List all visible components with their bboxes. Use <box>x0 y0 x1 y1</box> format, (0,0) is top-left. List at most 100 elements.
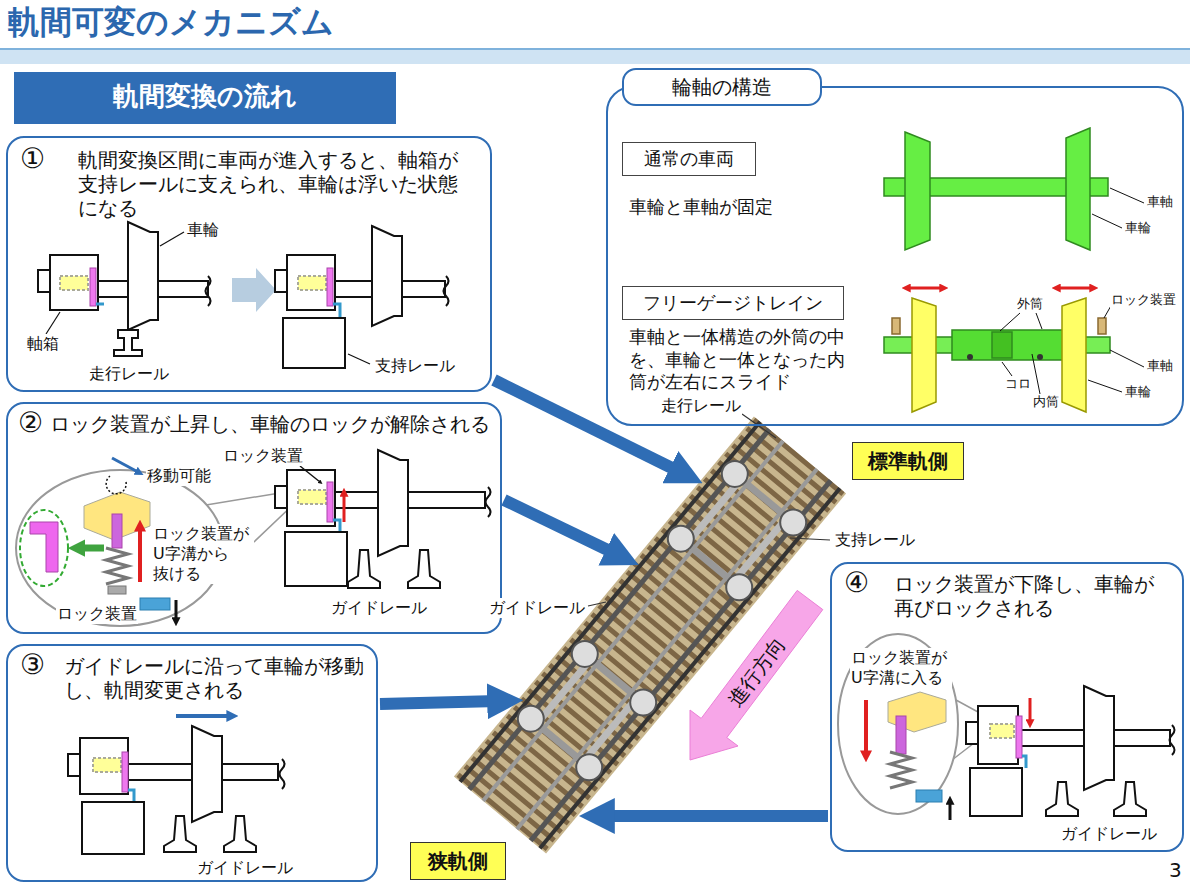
step1-drawing <box>38 222 449 368</box>
step1-drawing <box>128 222 158 330</box>
wheelset-drawing <box>967 354 973 360</box>
part-label: 車輪 <box>1124 384 1152 400</box>
step-number: ② <box>18 406 43 440</box>
center-leaders <box>588 602 606 606</box>
side-tag: 狭軌側 <box>410 842 506 880</box>
step-pointer-arrows <box>604 810 828 822</box>
wheelset-leaders <box>1110 350 1144 367</box>
step1-drawing <box>275 270 287 292</box>
step1-leaders <box>46 312 60 334</box>
step3-drawing <box>68 716 285 854</box>
track-illustration <box>537 659 591 724</box>
step3-drawing <box>122 752 128 792</box>
step1-drawing <box>38 270 50 292</box>
step2-drawing <box>348 550 380 588</box>
part-label: 外筒 <box>1016 296 1044 312</box>
panel-heading: 輪軸の構造 <box>622 68 822 106</box>
wheelset-drawing <box>908 287 942 290</box>
wheelset-drawing <box>1066 128 1090 250</box>
step2-drawing <box>335 492 485 508</box>
step2-drawing <box>140 598 170 610</box>
step4-drawing <box>838 634 1175 820</box>
step-pointer-arrows <box>494 380 680 472</box>
step2-drawing <box>106 476 126 494</box>
part-label: 走行レール <box>88 364 170 384</box>
title-bar <box>0 50 1190 64</box>
step1-drawing <box>298 276 326 290</box>
track-illustration <box>630 690 656 716</box>
step3-drawing <box>192 726 222 822</box>
part-label: ロック装置 <box>222 446 304 466</box>
step4-drawing <box>838 634 958 814</box>
direction-arrow <box>690 590 823 760</box>
step4-drawing <box>978 706 1018 764</box>
wheelset-leaders <box>1002 362 1012 376</box>
motion-note: ロック装置が U字溝から 抜ける <box>152 524 254 584</box>
step3-drawing <box>176 714 230 718</box>
step1-drawing <box>232 268 276 312</box>
track-illustration <box>780 510 806 536</box>
description-text: 車軸と一体構造の外筒の中を、車輪と一体となった内筒が左右にスライド <box>628 326 850 394</box>
part-label: 車輪 <box>186 220 220 240</box>
step-number: ① <box>20 142 45 176</box>
part-label: ガイドレール <box>1060 824 1158 844</box>
part-label: 支持レール <box>374 356 456 376</box>
step-panel: ①軌間変換区間に車両が進入すると、軸箱が支持レールに支えられ、車輪は浮いた状態に… <box>6 136 492 392</box>
step-number: ③ <box>20 648 45 682</box>
wheelset-drawing <box>952 330 1064 360</box>
wheelset-leaders <box>1110 188 1144 203</box>
step1-leaders <box>46 232 370 364</box>
wheelset-leaders <box>1036 313 1042 329</box>
step4-drawing <box>1046 782 1078 816</box>
step2-drawing <box>287 470 335 526</box>
wheelset-leaders <box>1088 380 1122 392</box>
step1-drawing <box>60 276 88 290</box>
step2-drawing <box>20 510 68 586</box>
step2-drawing <box>16 450 491 626</box>
track-illustration <box>726 574 752 600</box>
step2-drawing <box>112 514 122 548</box>
step-panel: ③ ガイドレールに沿って車輪が移動し、軌間変更される <box>6 644 378 882</box>
step4-drawing <box>864 700 868 754</box>
step2-drawing <box>333 520 340 532</box>
step2-drawing <box>106 548 128 584</box>
step2-drawing <box>30 522 58 572</box>
wheelset-drawing <box>1058 287 1092 290</box>
side-tag: 標準軌側 <box>852 442 964 480</box>
step3-drawing <box>224 816 256 852</box>
track-illustration <box>500 455 800 815</box>
step2-drawing <box>138 528 142 582</box>
step1-leaders <box>160 232 184 246</box>
step2-drawing <box>378 450 408 556</box>
step3-drawing <box>80 738 128 794</box>
track-illustration <box>687 479 741 544</box>
track-illustration <box>454 417 846 854</box>
part-label: 車軸 <box>1146 358 1174 374</box>
band-title: 軌間変換の流れ <box>14 81 396 112</box>
track-illustration <box>583 697 637 762</box>
step3-drawing <box>68 754 80 776</box>
step2-drawing <box>343 494 346 522</box>
step4-drawing <box>966 722 978 744</box>
step4-drawing <box>1029 698 1032 722</box>
step1-drawing <box>287 255 335 310</box>
track-illustration <box>454 417 846 854</box>
step-text: ガイドレールに沿って車輪が移動し、軌間変更される <box>64 654 368 702</box>
wheelset-drawing <box>1037 354 1043 360</box>
page-title: 軌間可変のメカニズム <box>8 2 334 42</box>
step4-drawing <box>949 802 952 820</box>
step-panel: ④ロック装置が下降し、車輪が再びロックされる <box>830 562 1184 852</box>
title-bar <box>0 48 1190 50</box>
step1-leaders <box>348 354 370 364</box>
wheelset-leaders <box>1092 214 1122 228</box>
step2-drawing <box>80 545 104 552</box>
step2-drawing <box>175 600 178 620</box>
step4-drawing <box>990 724 1014 738</box>
part-label: ガイドレール <box>196 858 294 878</box>
step4-drawing <box>916 790 942 802</box>
wheelset-drawing <box>884 128 1110 412</box>
motion-note: ロック装置が U字溝に入る <box>850 648 952 688</box>
sub-heading: フリーゲージトレイン <box>623 292 842 314</box>
